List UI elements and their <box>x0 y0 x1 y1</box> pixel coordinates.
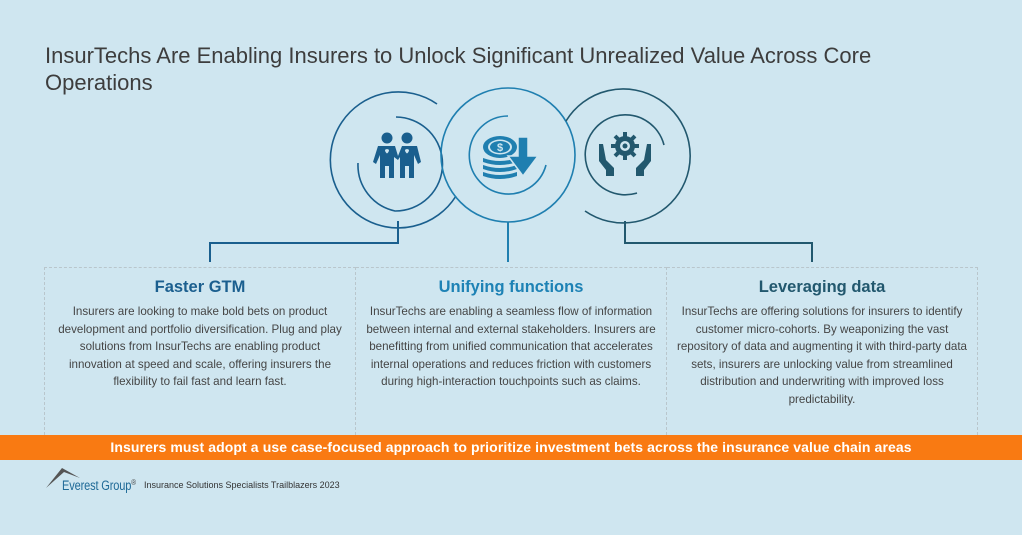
right-circle-group <box>565 88 813 262</box>
brand-logo-text: Everest Group® <box>62 478 136 493</box>
panel-faster-gtm: Faster GTM Insurers are looking to make … <box>44 267 356 435</box>
panel-body: Insurers are looking to make bold bets o… <box>58 305 342 389</box>
panel-unifying-functions: Unifying functions InsurTechs are enabli… <box>356 267 667 435</box>
panel-heading: Unifying functions <box>438 278 584 296</box>
hands-holding-gear-icon <box>599 132 651 176</box>
page-title: InsurTechs Are Enabling Insurers to Unlo… <box>45 43 872 95</box>
panel-heading: Faster GTM <box>154 278 246 296</box>
left-circle-group <box>209 91 457 262</box>
everest-mountain-logo-icon <box>46 468 80 488</box>
registered-mark: ® <box>131 478 136 487</box>
panel-body: InsurTechs are enabling a seamless flow … <box>366 305 656 389</box>
key-takeaway-banner: Insurers must adopt a use case-focused a… <box>0 435 1022 460</box>
people-with-hearts-icon <box>373 132 421 178</box>
middle-circle-group <box>440 87 576 262</box>
svg-text:$: $ <box>497 142 503 154</box>
panel-body: InsurTechs are offering solutions for in… <box>677 305 968 406</box>
panel-leveraging-data: Leveraging data InsurTechs are offering … <box>667 267 978 435</box>
coins-cost-down-icon: $ <box>483 136 540 179</box>
panel-heading: Leveraging data <box>758 278 886 296</box>
footer-subtitle: Insurance Solutions Specialists Trailbla… <box>144 480 340 490</box>
brand-name: Everest Group <box>62 478 132 493</box>
